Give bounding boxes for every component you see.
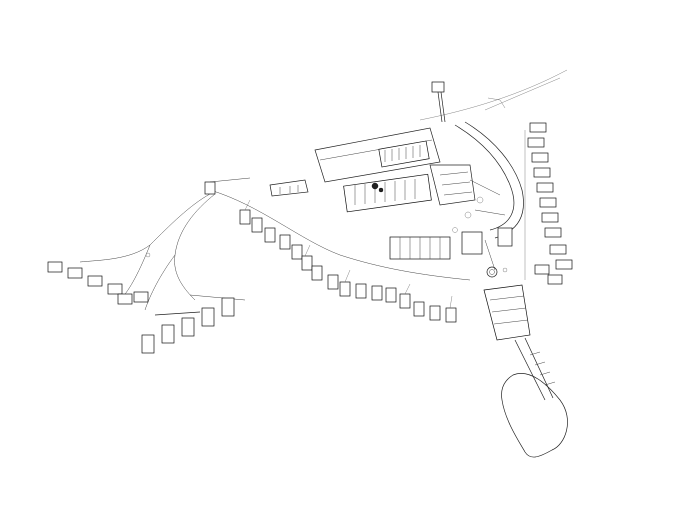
west-paths: [79, 177, 251, 311]
jetty-complex: [483, 284, 556, 401]
island: [501, 373, 568, 458]
villa-row-central: [209, 189, 471, 323]
central-complex: [269, 127, 476, 213]
villa-cluster-southwest: [141, 297, 235, 354]
villa-column-east: [524, 122, 573, 285]
coastline: [419, 69, 568, 121]
landscape-marks: [145, 196, 508, 273]
villa-cluster-west: [47, 261, 149, 305]
pier-top: [431, 81, 446, 123]
mid-buildings: [389, 227, 513, 260]
